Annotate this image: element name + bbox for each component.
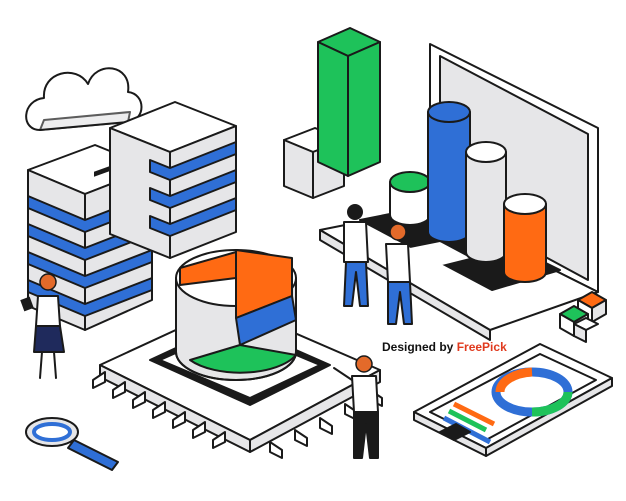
smartphone-icon	[413, 343, 613, 457]
server-rack-right	[109, 101, 237, 259]
designer-credit: Designed by FreePick	[382, 340, 507, 354]
cylinder-gray	[465, 141, 507, 263]
woman-figure	[20, 273, 65, 379]
bar-chart-icon	[389, 101, 547, 283]
credit-prefix: Designed by	[382, 340, 454, 354]
server-units-right	[149, 141, 237, 237]
credit-brand: FreePick	[456, 340, 507, 354]
magnifier-icon	[25, 417, 119, 471]
bar-chart-boxes	[283, 27, 381, 199]
cubes-icon	[559, 291, 607, 343]
donut-chart-icon	[491, 367, 573, 417]
man-figure-2	[385, 223, 413, 325]
man-figure-1	[343, 204, 369, 307]
pie-chart-icon	[175, 249, 297, 381]
cylinder-green	[389, 171, 431, 226]
cylinder-blue	[427, 101, 471, 243]
man-figure-3	[333, 355, 379, 459]
cloud-icon	[25, 67, 143, 131]
cylinder-orange	[503, 193, 547, 283]
